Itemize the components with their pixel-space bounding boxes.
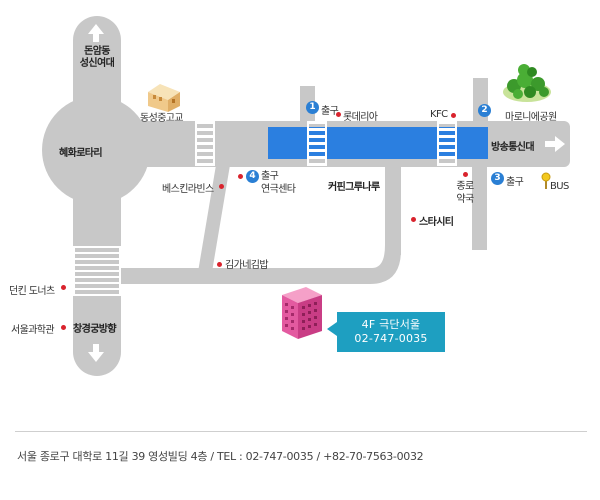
south-road-label: 창경궁방향 — [73, 324, 117, 335]
exit-2-badge: 2 — [478, 104, 491, 117]
arrow-right-icon — [545, 136, 565, 152]
gimbap-label: 김가네김밥 — [225, 260, 269, 271]
branch-road-jongno — [472, 165, 487, 250]
crosswalk-south — [73, 246, 121, 296]
exit-1-label: 출구 — [321, 106, 339, 117]
exit-4-badge: 4 — [246, 170, 259, 183]
crosswalk-kfc — [437, 121, 457, 166]
science-museum-label: 서울과학관 — [11, 325, 55, 336]
exit-3-label: 출구 — [506, 177, 524, 188]
curved-road — [120, 240, 401, 284]
rotary-label: 혜화로타리 — [59, 148, 103, 159]
kfc-label: KFC — [430, 109, 448, 120]
park-trees-icon — [503, 64, 551, 102]
star-city-marker — [411, 217, 416, 222]
coffee-shop-label: 커핀그루나루 — [328, 182, 380, 193]
arrow-up-icon — [88, 24, 104, 42]
star-city-label: 스타시티 — [419, 217, 454, 228]
jongno-pharmacy-label: 종로 약국 — [456, 181, 474, 205]
exit-3-badge: 3 — [491, 172, 504, 185]
exit-4-label: 출구 연극센타 — [261, 171, 296, 195]
arrow-down-icon — [88, 344, 104, 362]
footer-divider — [15, 431, 587, 432]
school-label: 동성중고교 — [140, 113, 184, 124]
school-building-icon — [148, 84, 180, 112]
diagonal-road — [198, 165, 230, 272]
callout-venue: 4F 극단서울 — [361, 318, 421, 331]
baskin-robbins-label: 베스킨라빈스 — [162, 184, 214, 195]
east-road-label: 방송통신대 — [491, 142, 535, 153]
crosswalk-school — [195, 121, 215, 166]
science-museum-marker — [61, 325, 66, 330]
destination-callout: 4F 극단서울 02-747-0035 — [337, 312, 445, 352]
north-road-label: 돈암동 성신여대 — [79, 46, 115, 69]
location-map: 돈암동 성신여대 혜화로타리 창경궁방향 방송통신대 동성중고교 1 출구 롯데… — [9, 16, 570, 376]
callout-phone: 02-747-0035 — [354, 332, 428, 345]
baskin-robbins-marker — [219, 184, 224, 189]
destination-building-icon — [282, 287, 322, 339]
jongno-pharmacy-marker — [463, 172, 468, 177]
gimbap-marker — [217, 262, 222, 267]
exit-1-badge: 1 — [306, 101, 319, 114]
maronnier-park-label: 마로니에공원 — [505, 112, 557, 123]
callout-pointer — [327, 322, 337, 336]
bus-label: BUS — [550, 181, 569, 192]
kfc-marker — [451, 113, 456, 118]
lotteria-marker — [336, 112, 341, 117]
bus-stop-icon — [541, 172, 551, 189]
dunkin-donuts-label: 던킨 도너츠 — [9, 286, 55, 297]
crosswalk-exit1 — [307, 121, 327, 166]
branch-road-coffee — [385, 165, 401, 255]
dunkin-donuts-marker — [61, 285, 66, 290]
map-canvas — [42, 16, 570, 376]
lotteria-label: 롯데리아 — [343, 112, 378, 123]
footer-address: 서울 종로구 대학로 11길 39 영성빌딩 4층 / TEL : 02-747… — [17, 450, 424, 463]
branch-road-maronnier — [473, 78, 488, 124]
exit-4-marker — [238, 174, 243, 179]
